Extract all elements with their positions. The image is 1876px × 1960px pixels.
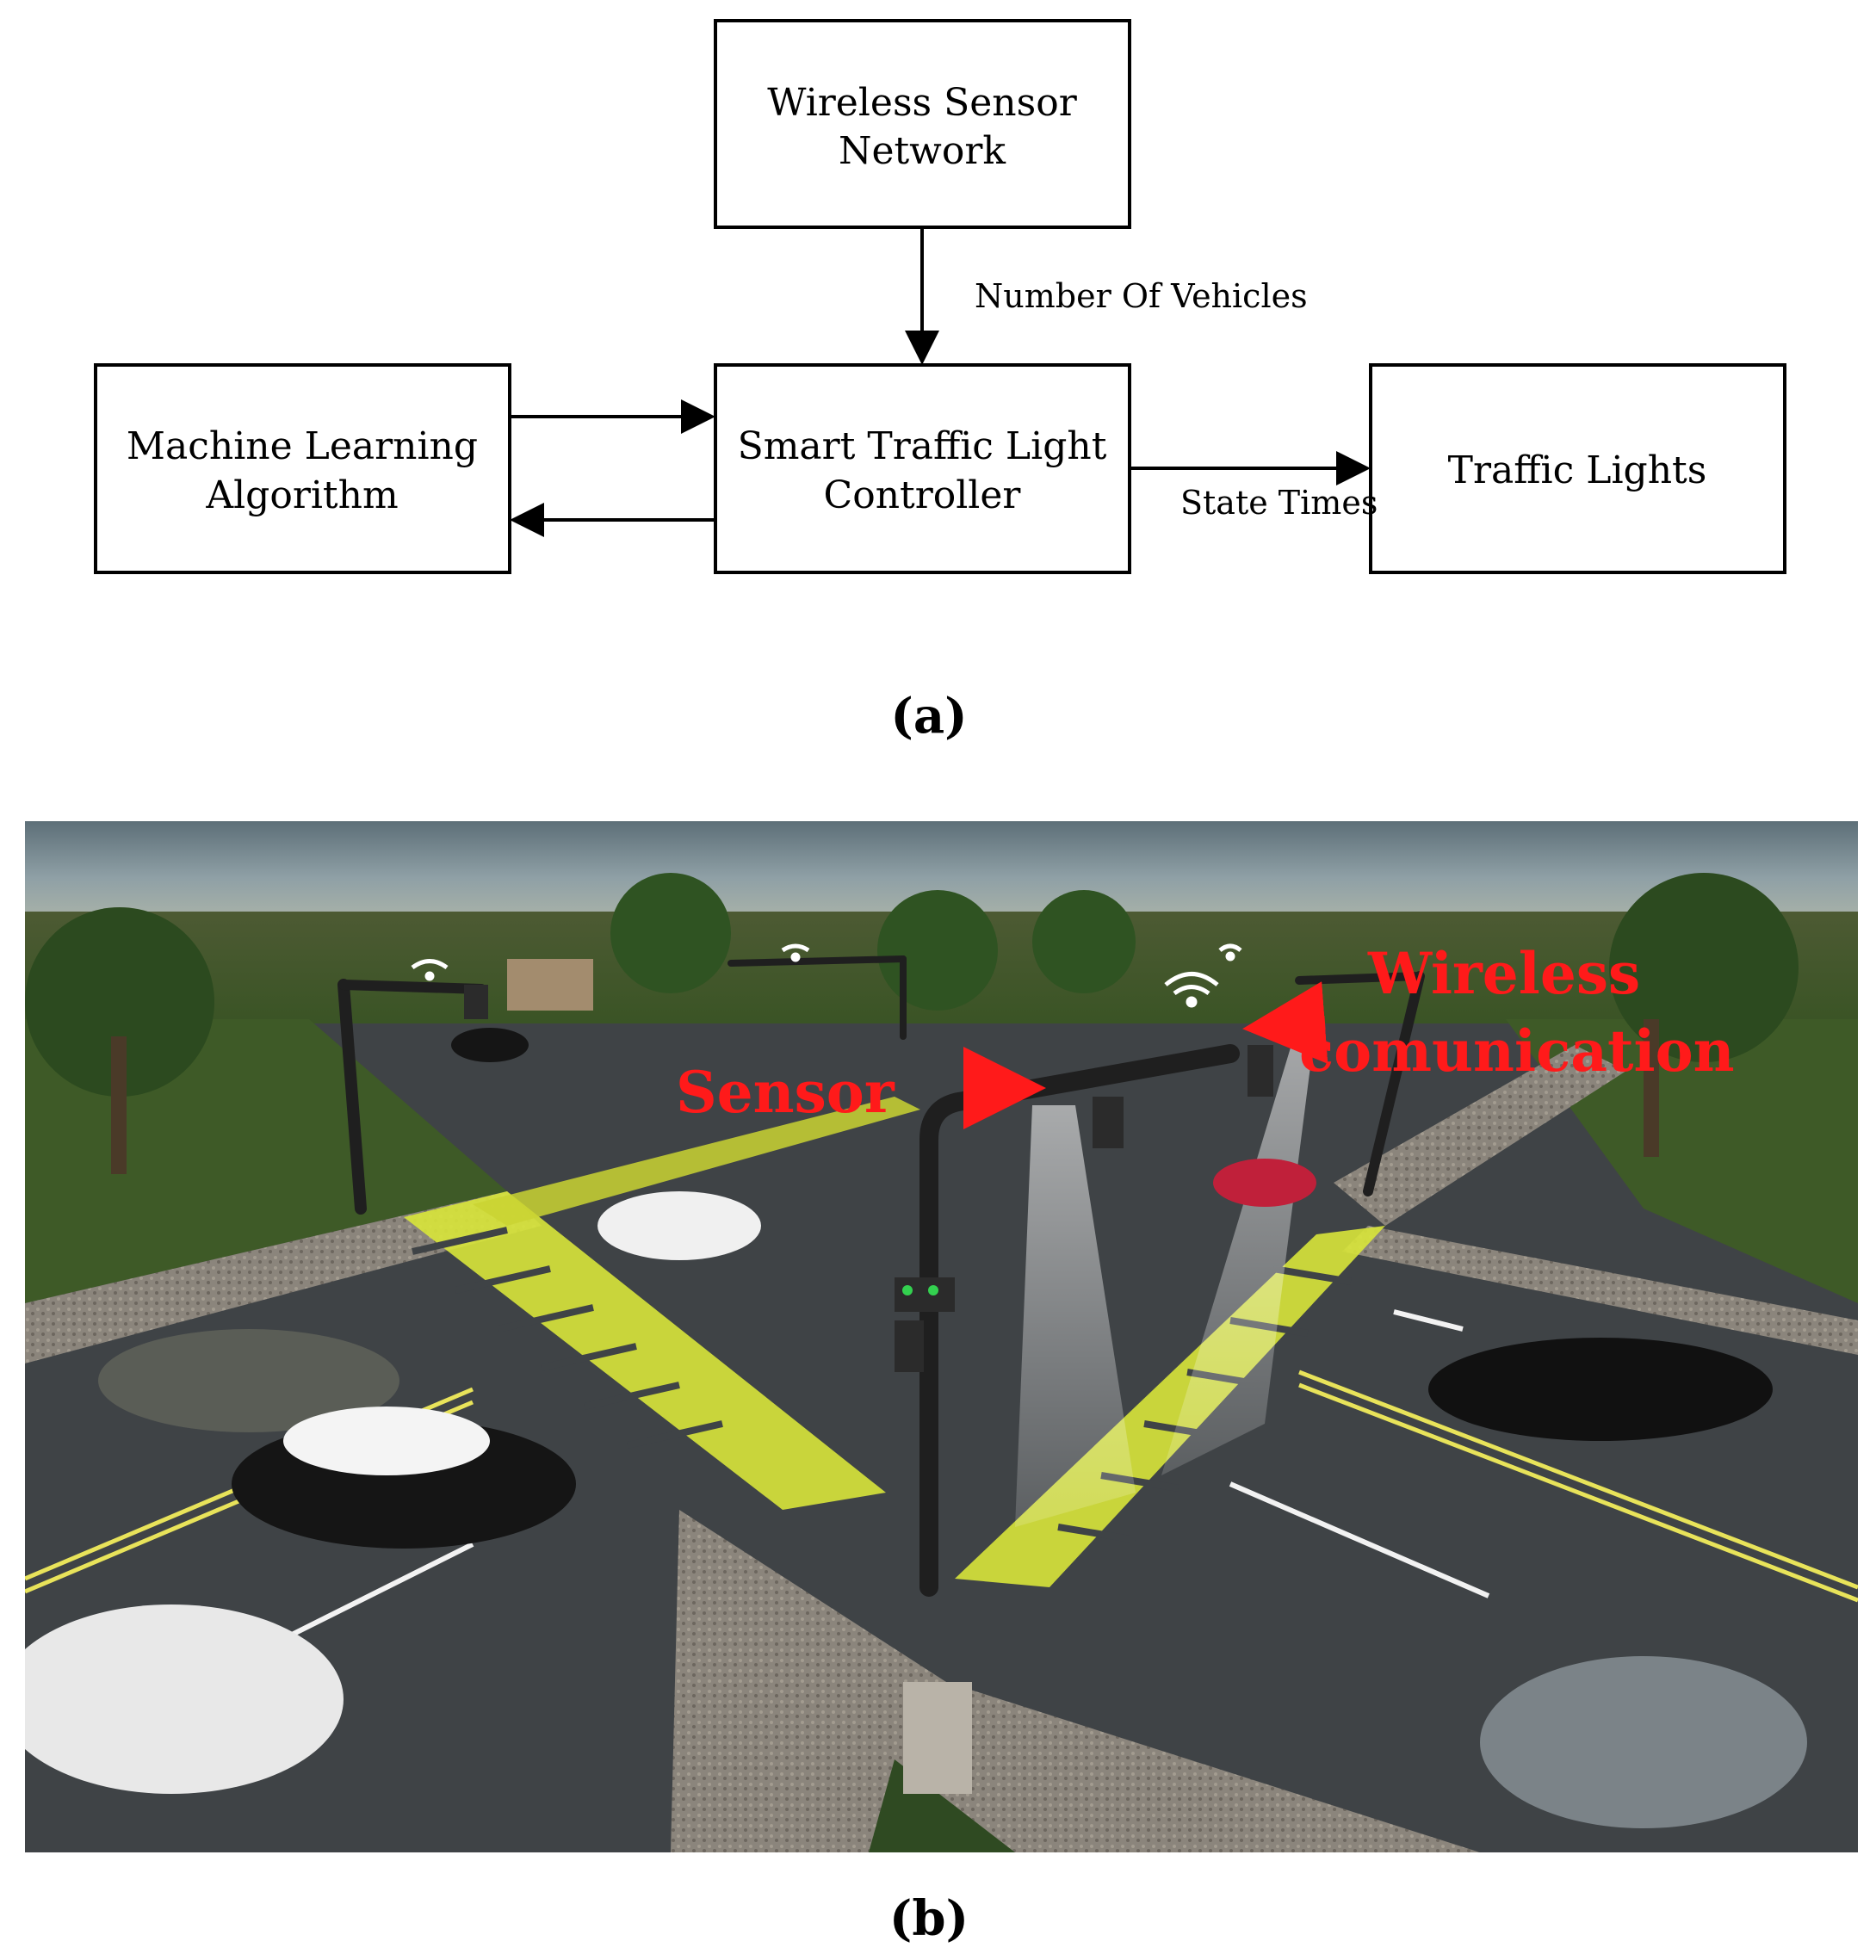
node-traffic-lights: Traffic Lights — [1369, 363, 1786, 574]
wifi-icon — [411, 943, 1242, 1008]
node-wireless-sensor-network: Wireless Sensor Network — [714, 19, 1131, 229]
node-label-line2: Algorithm — [205, 473, 398, 517]
crosswalk-left — [404, 1191, 886, 1510]
crosswalk-far — [473, 1097, 920, 1226]
wireless-arrow — [1242, 981, 1328, 1064]
node-machine-learning-algorithm: Machine Learning Algorithm — [94, 363, 511, 574]
node-label: Traffic Lights — [1448, 448, 1707, 492]
node-label-line1: Wireless Sensor — [767, 81, 1077, 125]
wireless-label-line2: comunication — [1299, 1017, 1735, 1085]
wireless-label-line1: Wireless — [1367, 940, 1640, 1007]
edge-label-state-times: State Times — [1180, 484, 1378, 522]
node-smart-traffic-light-controller: Smart Traffic Light Controller — [714, 363, 1131, 574]
caption-b: (b) — [889, 1890, 969, 1947]
sensor-label: Sensor — [676, 1059, 895, 1126]
block-diagram: Wireless Sensor Network Machine Learning… — [94, 19, 1786, 745]
edge-label-number-of-vehicles: Number Of Vehicles — [975, 277, 1308, 315]
intersection-scene: Sensor Wireless comunication (b) — [25, 821, 1858, 1947]
node-label-line2: Network — [839, 129, 1006, 173]
traffic-light-poles — [337, 955, 1425, 1597]
node-label-line1: Machine Learning — [127, 424, 478, 468]
caption-a: (a) — [890, 688, 967, 745]
node-label-line1: Smart Traffic Light — [738, 424, 1107, 468]
trees — [25, 873, 1799, 1174]
cars — [25, 959, 1807, 1828]
node-label-line2: Controller — [824, 473, 1022, 517]
